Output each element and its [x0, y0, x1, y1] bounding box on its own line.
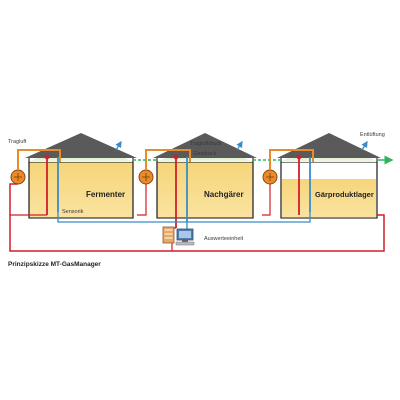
- gaerproduktlager-tank: Gärproduktlager: [277, 133, 381, 219]
- blower-fermenter-icon: [10, 169, 26, 185]
- blower-nachgaerer-icon: [138, 169, 154, 185]
- diagram-caption: Prinzipskizze MT-GasManager: [8, 261, 101, 268]
- auswerteeinheit-label: Auswerteeinheit: [204, 236, 244, 242]
- gaerproduktlager-roof: [277, 133, 381, 158]
- blower-gaerproduktlager-icon: [262, 169, 278, 185]
- entlueftung-label: Entlüftung: [360, 132, 385, 138]
- sensor-lines: [44, 154, 311, 228]
- nachgaerer-roof: [153, 133, 257, 158]
- control-link-nachgaerer: [137, 184, 147, 216]
- vent-arrows: [115, 140, 368, 151]
- nachgaerer-tank: Nachgärer: [153, 133, 257, 219]
- sensorik-label: Sensorik: [62, 209, 84, 215]
- gaerproduktlager-label: Gärproduktlager: [315, 190, 374, 199]
- evaluation-unit-icon: [162, 226, 195, 246]
- control-link-gaerprodukt: [262, 184, 271, 216]
- control-loop-line: [9, 183, 385, 252]
- sensor-bus-line: [57, 212, 311, 223]
- fermenter-tank: Fermenter: [25, 133, 137, 219]
- fermenter-label: Fermenter: [86, 190, 125, 199]
- tragluftdruck-label: Tragluftdruck: [190, 141, 222, 147]
- tragluft-label: Tragluft: [8, 139, 27, 145]
- gasdruck-label: Gasdruck: [193, 151, 217, 157]
- gaerproduktlager-substrate: [282, 179, 376, 217]
- nachgaerer-label: Nachgärer: [204, 190, 244, 199]
- support-air-pipes: [17, 149, 314, 162]
- fermenter-roof: [25, 133, 137, 158]
